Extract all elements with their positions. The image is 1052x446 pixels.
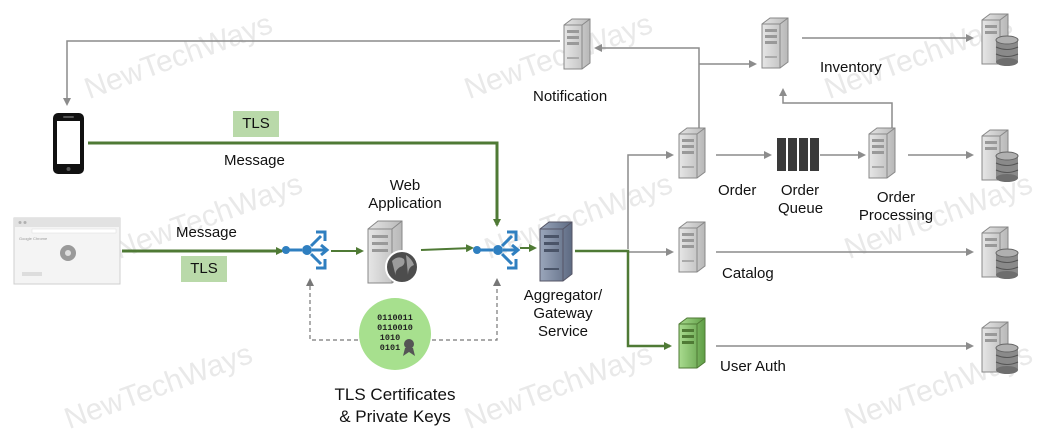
- message-queue-icon: [777, 138, 819, 171]
- order-processing-server-icon: [868, 127, 896, 179]
- user-auth-label: User Auth: [720, 358, 786, 375]
- catalog-label: Catalog: [722, 265, 774, 282]
- message-label-bottom: Message: [176, 224, 237, 241]
- catalog-server-icon: [678, 221, 706, 273]
- aggregator-server-icon: [539, 221, 573, 282]
- user-auth-server-icon: [678, 317, 706, 369]
- browser-screen-text: Google Chrome: [19, 236, 48, 241]
- tls-badge-top: TLS: [233, 111, 279, 137]
- cert-bit-line: 1010: [380, 333, 400, 343]
- order-queue-label-line1: Order: [780, 182, 820, 199]
- database-server-icon: [981, 129, 1019, 183]
- certificates-label-line1: TLS Certificates: [334, 385, 456, 404]
- cert-bit-line: 0110010: [377, 323, 413, 333]
- message-label-top: Message: [224, 152, 285, 169]
- aggregator-label-line2: Gateway: [533, 305, 593, 322]
- inventory-label: Inventory: [820, 59, 882, 76]
- web-application-server-icon: [367, 220, 419, 284]
- order-queue-label-line2: Queue: [778, 200, 824, 217]
- database-server-icon: [981, 13, 1019, 67]
- order-processing-label-line2: Processing: [858, 207, 934, 224]
- cert-bit-line: 0101: [380, 343, 400, 353]
- aggregator-label: Aggregator/ Gateway Service: [513, 287, 613, 341]
- order-server-icon: [678, 127, 706, 179]
- web-application-label-line1: Web: [389, 177, 421, 194]
- order-processing-label: Order Processing: [854, 189, 938, 225]
- order-processing-label-line1: Order: [876, 189, 916, 206]
- web-application-label: Web Application: [362, 177, 448, 213]
- aggregator-label-line3: Service: [537, 323, 589, 340]
- order-label: Order: [718, 182, 757, 199]
- certificates-label: TLS Certificates & Private Keys: [325, 384, 465, 428]
- tls-badge-bottom: TLS: [181, 256, 227, 282]
- inventory-server-icon: [761, 17, 789, 69]
- database-server-icon: [981, 321, 1019, 375]
- certificates-label-line2: & Private Keys: [339, 407, 451, 426]
- smartphone-icon: [53, 113, 84, 174]
- browser-window-icon: Google Chrome: [13, 217, 121, 285]
- notification-label: Notification: [533, 88, 608, 105]
- database-server-icon: [981, 226, 1019, 280]
- aggregator-label-line1: Aggregator/: [523, 287, 603, 304]
- order-queue-label: Order Queue: [778, 182, 824, 218]
- cert-bit-line: 0110011: [377, 313, 413, 323]
- web-application-label-line2: Application: [368, 195, 442, 212]
- notification-server-icon: [563, 18, 591, 70]
- load-balancer-icon: [282, 230, 330, 270]
- load-balancer-icon: [473, 230, 521, 270]
